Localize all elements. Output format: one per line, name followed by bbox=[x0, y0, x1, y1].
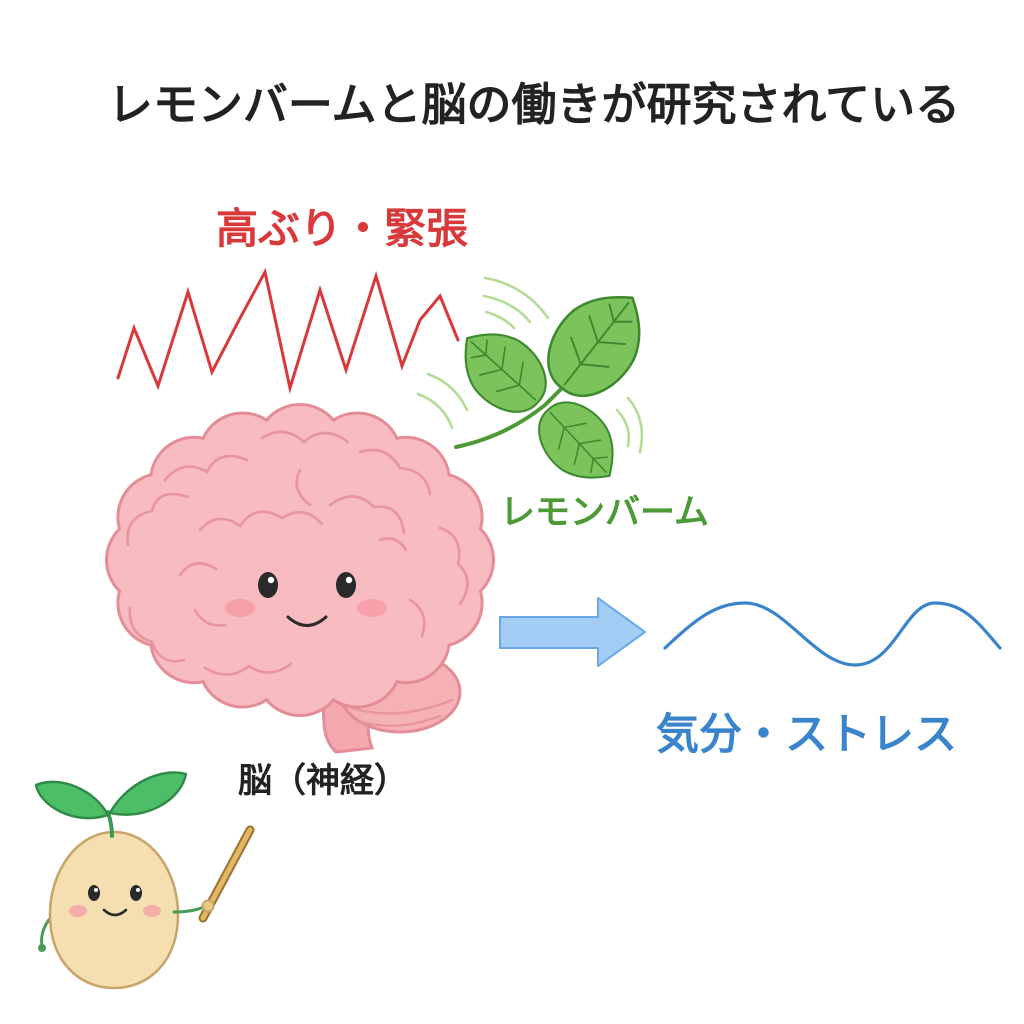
mood-stress-label: 気分・ストレス bbox=[656, 710, 957, 760]
mascot-smile bbox=[102, 908, 128, 917]
page-title: レモンバームと脳の働きが研究されている bbox=[107, 78, 961, 131]
sprout-leaf-left bbox=[34, 780, 110, 820]
lemon-balm-label: レモンバーム bbox=[500, 493, 709, 533]
arrow-right-icon bbox=[499, 597, 646, 667]
brain-folds bbox=[126, 430, 469, 676]
brain-label: 脳（神経） bbox=[238, 761, 408, 801]
lemon-balm-leaf-icon bbox=[528, 271, 666, 415]
right-cheek bbox=[357, 599, 387, 617]
left-eye bbox=[258, 572, 278, 598]
mascot-right-eye bbox=[130, 885, 142, 901]
leaf-stem bbox=[454, 386, 564, 449]
zigzag-line-icon bbox=[116, 267, 460, 394]
sprout-leaf-right bbox=[108, 771, 188, 816]
brain-face bbox=[225, 572, 387, 627]
lemon-balm-leaf-icon bbox=[523, 387, 634, 499]
right-eye bbox=[336, 572, 356, 598]
lemon-balm-illustration bbox=[416, 271, 666, 499]
motion-lines bbox=[416, 276, 644, 454]
smile bbox=[286, 615, 328, 627]
wave-line-icon bbox=[663, 601, 1002, 667]
left-cheek bbox=[225, 599, 255, 617]
arousal-label: 高ぶり・緊張 bbox=[216, 204, 469, 253]
brain-icon bbox=[108, 406, 492, 754]
seed-body bbox=[48, 830, 180, 990]
lemon-balm-leaf-icon bbox=[443, 312, 562, 429]
mascot-left-eye bbox=[88, 885, 100, 901]
cerebrum bbox=[108, 406, 492, 714]
sprout-mascot-icon bbox=[34, 771, 255, 990]
